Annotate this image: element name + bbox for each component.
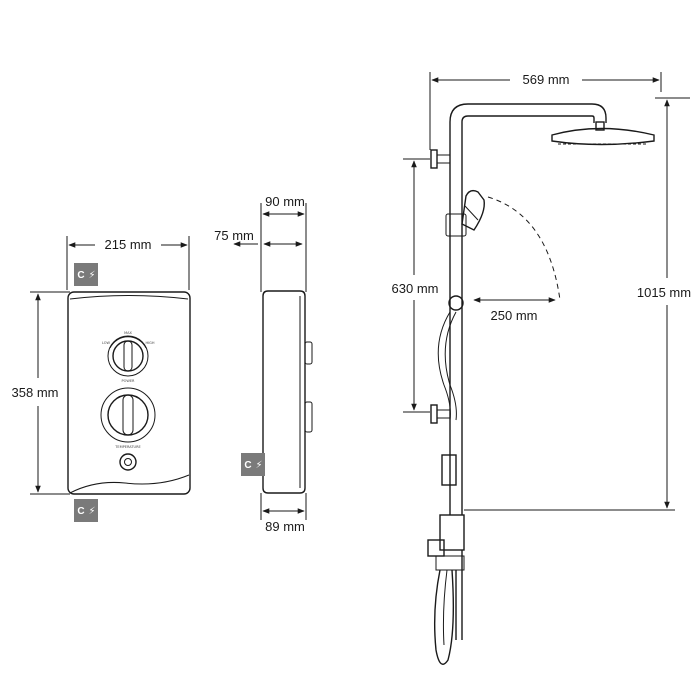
unit-bottom-wave — [69, 474, 190, 494]
handset-reach-label: 250 mm — [491, 308, 538, 323]
handset — [445, 189, 485, 237]
flexible-hose — [433, 569, 455, 665]
riser-rail-inner — [461, 115, 595, 515]
side-view: 90 mm 75 mm C ⚡ 89 mm — [214, 194, 313, 534]
side-temp-knob — [304, 401, 313, 433]
handset-swing-arc — [487, 196, 561, 301]
wall-bracket-bottom — [430, 404, 451, 424]
riser-kit: 569 mm 1015 mm 630 mm — [392, 72, 691, 665]
cable-entry-badge-bottom: C ⚡ — [74, 499, 98, 522]
unit-top-cover — [69, 295, 189, 300]
diverter-outlet — [427, 514, 465, 571]
unit-body — [67, 291, 191, 495]
depth89-label: 89 mm — [265, 519, 305, 534]
svg-text:C: C — [77, 270, 84, 281]
riser-rail-outer — [449, 103, 607, 515]
temperature-dial: TEMPERATURE — [100, 387, 156, 449]
side-body — [262, 290, 306, 494]
svg-text:TEMPERATURE: TEMPERATURE — [114, 445, 140, 449]
cable-entry-badge-top: C ⚡ — [74, 263, 98, 286]
cable-entry-badge-side: C ⚡ — [241, 453, 265, 476]
bolt-icon: ⚡ — [88, 506, 95, 517]
bar-clamp — [441, 454, 457, 486]
depth90-label: 90 mm — [265, 194, 305, 209]
bolt-icon: ⚡ — [88, 270, 95, 281]
svg-text:LOW: LOW — [102, 341, 111, 345]
side-power-knob — [304, 341, 313, 365]
power-dial: MAX LOW HIGH POWER — [102, 331, 155, 383]
height-label: 358 mm — [12, 385, 59, 400]
front-view: 215 mm 358 mm C ⚡ C ⚡ MAX LOW — [12, 236, 191, 522]
depth75-label: 75 mm — [214, 228, 254, 243]
svg-text:MAX: MAX — [124, 331, 132, 335]
width-label: 215 mm — [105, 237, 152, 252]
overhead-shower-head — [551, 121, 655, 146]
svg-text:HIGH: HIGH — [145, 341, 154, 345]
flexible-hose-inner — [442, 569, 448, 646]
svg-text:POWER: POWER — [122, 379, 136, 383]
bolt-icon: ⚡ — [255, 460, 262, 471]
svg-text:C: C — [77, 506, 84, 517]
svg-text:C: C — [244, 460, 251, 471]
rail-height-label: 630 mm — [392, 281, 439, 296]
total-height-label: 1015 mm — [637, 285, 691, 300]
wall-bracket-top — [430, 149, 451, 169]
start-stop-button — [119, 453, 137, 471]
riser-width-label: 569 mm — [523, 72, 570, 87]
